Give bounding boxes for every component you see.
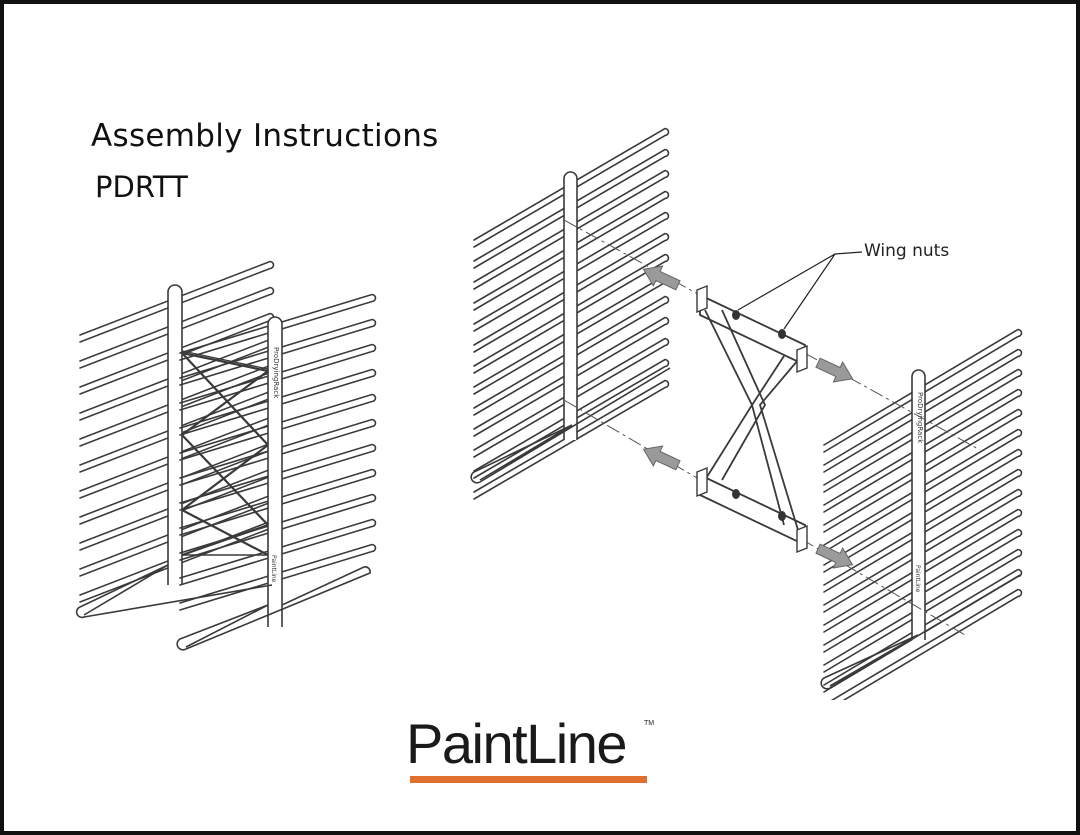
- wing-nut: [732, 489, 740, 499]
- right-rack-prong: [823, 508, 1023, 633]
- right-rack-prong: [823, 428, 1023, 553]
- right-rack-prong: [823, 488, 1023, 613]
- rack-base-label: PaintLine: [270, 555, 277, 583]
- right-rack-prong: [823, 468, 1023, 593]
- front-rack-prong: [179, 293, 377, 361]
- right-rack-prong: [823, 448, 1023, 573]
- back-rack-foot: [75, 564, 273, 619]
- wing-nuts-callout: Wing nuts: [864, 241, 950, 261]
- front-rack-frame: [267, 316, 283, 627]
- wing-nut: [732, 310, 740, 320]
- arrow-shape: [815, 357, 854, 383]
- bracket-end-plate: [696, 284, 808, 554]
- front-rack-foot: [176, 566, 371, 651]
- left-rack-prong: [473, 232, 670, 353]
- left-rack-prong: [473, 316, 670, 437]
- rack-side-label: ProDryingRack: [272, 347, 280, 399]
- left-rack-prong: [473, 127, 670, 248]
- brace-rail: [181, 350, 269, 556]
- front-rack-prong: [179, 393, 377, 461]
- bracket-brace: [704, 309, 799, 531]
- left-rack-prong: [473, 190, 670, 311]
- right-rack-frame: [911, 369, 926, 640]
- right-rack-prong: [823, 528, 1023, 653]
- right-rack-prong: [823, 388, 1023, 513]
- right-rack-prong: [823, 548, 1023, 673]
- arrow-toward-right-rack: [815, 543, 854, 569]
- front-rack-prong: [179, 443, 377, 511]
- back-rack-frame: [167, 284, 183, 585]
- arrow-shape: [642, 445, 681, 471]
- wing-nut: [778, 329, 786, 339]
- front-rack-prong: [179, 468, 377, 536]
- front-rack-prong: [179, 518, 377, 586]
- front-rack-prong: [179, 418, 377, 486]
- page-title: Assembly Instructions: [91, 118, 439, 154]
- callout-leader: [737, 251, 863, 330]
- left-rack-prong: [473, 358, 670, 479]
- left-rack-prong: [473, 253, 670, 374]
- brand-logo-underline: [410, 776, 647, 783]
- rack-base-label: PaintLine: [914, 565, 921, 593]
- right-rack-prong: [823, 368, 1023, 493]
- brand-logo: PaintLine TM: [406, 712, 656, 787]
- brand-logo-text: PaintLine: [406, 712, 628, 775]
- right-rack-prong: [823, 348, 1023, 473]
- left-rack-foot: [470, 367, 671, 484]
- arrow-shape: [642, 265, 681, 291]
- left-rack-prong: [473, 211, 670, 332]
- right-rack-prong: [823, 328, 1023, 453]
- back-rack-prong: [79, 286, 275, 369]
- front-rack-prong: [179, 543, 377, 611]
- right-rack-prong: [830, 588, 1023, 700]
- cross-brace: [181, 351, 269, 557]
- arrow-toward-left-rack: [642, 265, 681, 291]
- left-rack-prong: [473, 148, 670, 269]
- front-rack-prong: [179, 493, 377, 561]
- rack-side-label: ProDryingRack: [916, 392, 924, 444]
- left-rack-frame: [563, 171, 578, 440]
- right-rack-prong: [823, 408, 1023, 533]
- right-rack-foot: [820, 574, 1021, 690]
- front-rack-prong: [179, 318, 377, 386]
- arrow-toward-left-rack: [642, 445, 681, 471]
- left-rack-prong: [473, 337, 670, 458]
- arrow-shape: [815, 543, 854, 569]
- front-rack-prong: [179, 368, 377, 436]
- front-rack-prong: [179, 343, 377, 411]
- back-rack-prong: [79, 260, 275, 343]
- wing-nut: [778, 511, 786, 521]
- trademark-mark: TM: [644, 720, 655, 727]
- left-rack-prong: [473, 379, 670, 500]
- left-rack-prong: [473, 295, 670, 416]
- arrow-toward-right-rack: [815, 357, 854, 383]
- left-rack-prong: [473, 169, 670, 290]
- model-number: PDRTT: [95, 170, 188, 204]
